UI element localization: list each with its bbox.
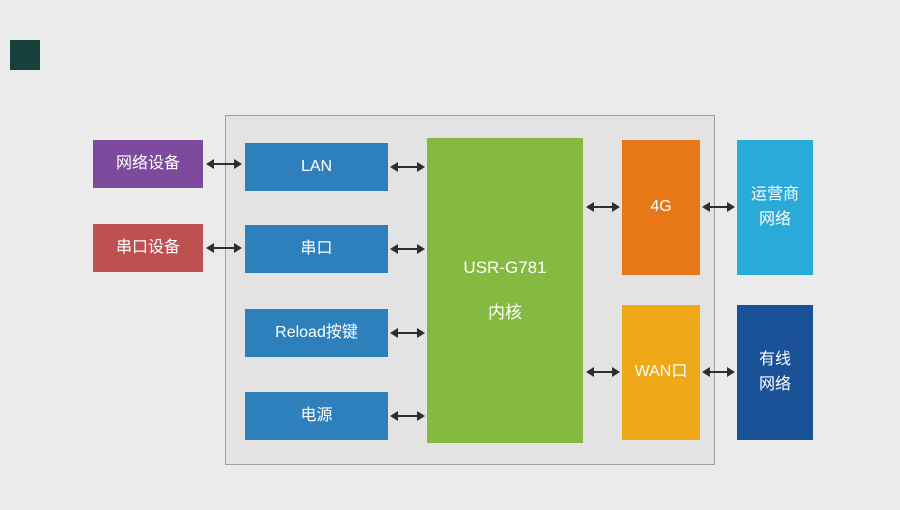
node-serial-port: 串口 (245, 225, 388, 273)
arrow-serial-port-core (390, 244, 425, 254)
node-wan-port: WAN口 (622, 305, 700, 440)
arrow-lan-core (390, 162, 425, 172)
node-label: 网络 (758, 210, 791, 228)
arrow-4g-carrier-network (702, 202, 735, 212)
node-label: 串口设备 (115, 238, 180, 256)
node-label: 网络设备 (115, 154, 180, 172)
node-label: 网络 (758, 375, 791, 393)
corner-square-decoration (10, 40, 40, 70)
node-label: 电源 (300, 406, 333, 424)
core-kernel-label: 内核 (488, 302, 522, 322)
arrow-network-device-lan (206, 159, 242, 169)
arrow-reload-core (390, 328, 425, 338)
core-model-label: USR-G781 (463, 258, 547, 278)
node-serial-device: 串口设备 (93, 224, 203, 272)
node-label: 4G (650, 198, 672, 216)
node-reload-button: Reload按键 (245, 309, 388, 357)
node-label: Reload按键 (275, 323, 358, 341)
node-lan: LAN (245, 143, 388, 191)
arrow-power-core (390, 411, 425, 421)
node-4g-modem: 4G (622, 140, 700, 275)
node-label: 运营商 (750, 185, 799, 203)
node-label: LAN (300, 157, 333, 175)
arrow-core-wan-port (586, 367, 620, 377)
node-label: 串口 (300, 239, 333, 257)
node-core-usr-g781: USR-G781 内核 (427, 138, 583, 443)
node-carrier-network: 运营商 网络 (737, 140, 813, 275)
node-power: 电源 (245, 392, 388, 440)
node-label: WAN口 (634, 363, 688, 381)
arrow-core-4g (586, 202, 620, 212)
node-label: 有线 (758, 350, 791, 368)
node-network-device: 网络设备 (93, 140, 203, 188)
node-wired-network: 有线 网络 (737, 305, 813, 440)
arrow-wan-wired-network (702, 367, 735, 377)
arrow-serial-device-serial-port (206, 243, 242, 253)
